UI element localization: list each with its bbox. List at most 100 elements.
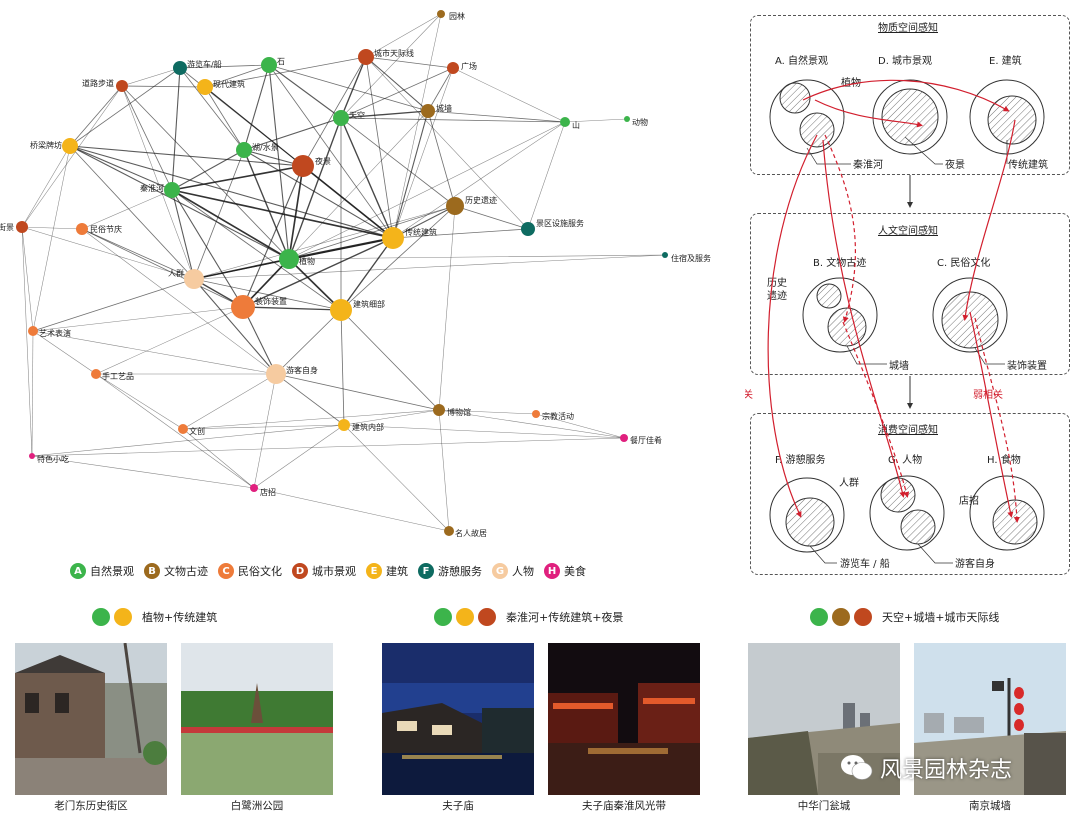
- network-node-lake: [236, 142, 252, 158]
- network-edge: [95, 306, 244, 375]
- network-edge: [243, 149, 394, 239]
- perception-diagram: A. 自然景观 D. 城市景观 E. 建筑 植物 秦淮河 夜景 传统建筑 B. …: [745, 54, 1048, 570]
- strong-link: [802, 79, 1010, 112]
- network-node-trad: [382, 227, 404, 249]
- network-edge: [340, 309, 440, 411]
- network-node-label: 道路步道: [82, 78, 114, 88]
- network-edge: [438, 409, 537, 415]
- network-edge: [275, 309, 342, 375]
- strong-link: [814, 99, 923, 128]
- network-edge: [204, 86, 245, 151]
- network-edge: [32, 330, 97, 375]
- network-edge: [242, 306, 277, 375]
- leader-line: [806, 147, 851, 165]
- network-node-label: 夜景: [315, 156, 331, 166]
- caption-zhonghuamen: 中华门瓮城: [797, 800, 851, 812]
- relic-inner-circle: [816, 283, 842, 309]
- network-node-label: 游览车/船: [187, 59, 222, 69]
- network-edge: [243, 64, 270, 151]
- network-node-label: 桥梁牌坊: [30, 140, 62, 150]
- network-edge: [365, 13, 442, 58]
- network-node-modern: [197, 79, 213, 95]
- network-node-label: 石: [277, 57, 285, 66]
- network-node-decor: [231, 295, 255, 319]
- network-edge: [182, 409, 440, 430]
- network-node-label: 山: [572, 120, 580, 130]
- legend-badge: D: [292, 563, 308, 579]
- network-edge: [288, 117, 342, 260]
- food-circle: [969, 475, 1045, 551]
- watermark-text: 风景园林杂志: [880, 758, 1013, 783]
- combo-1: 植物+传统建筑: [92, 608, 217, 626]
- network-edge: [527, 121, 566, 230]
- network-edge: [340, 117, 394, 239]
- network-node-night: [292, 155, 314, 177]
- network-node-religion: [532, 410, 540, 418]
- label-crowd: 人群: [839, 476, 859, 489]
- material-title: 物质空间感知: [878, 23, 938, 34]
- network-node-cultural: [178, 424, 188, 434]
- legend-label: 游憩服务: [438, 565, 482, 578]
- decor-circle: [941, 291, 999, 349]
- network-edge: [242, 110, 429, 308]
- sign-circle: [992, 499, 1038, 545]
- network-node-relic: [446, 197, 464, 215]
- network-edge: [392, 205, 456, 239]
- tourist-circle: [900, 509, 936, 545]
- network-edge: [365, 56, 454, 69]
- network-edge: [121, 85, 290, 260]
- cat-food: H. 食物: [987, 453, 1021, 466]
- combo-dot: [456, 608, 474, 626]
- network-edge: [535, 413, 625, 439]
- cat-natural: A. 自然景观: [775, 54, 828, 67]
- network-edge: [21, 226, 34, 332]
- network-edge: [21, 226, 195, 280]
- network-node-detail: [330, 299, 352, 321]
- network-edge: [69, 67, 181, 147]
- human-title: 人文空间感知: [878, 226, 938, 237]
- combo-2: 秦淮河+传统建筑+夜景: [434, 608, 623, 626]
- network-node-interior: [338, 419, 350, 431]
- weak-link: [974, 317, 1020, 523]
- network-node-label: 现代建筑: [213, 79, 245, 89]
- network-node-stone: [261, 57, 277, 73]
- network-edge: [340, 309, 345, 426]
- network-edge: [438, 409, 625, 439]
- network-node-lodging: [662, 252, 668, 258]
- legend-badge: A: [70, 563, 86, 579]
- network-node-label: 民俗节庆: [90, 224, 122, 234]
- network-node-bridge: [62, 138, 78, 154]
- people-circle: [869, 475, 945, 551]
- network-node-label: 城墙: [436, 103, 452, 113]
- network-edge: [193, 149, 245, 280]
- weak-label: 弱相关: [973, 388, 1003, 401]
- combo-label: 秦淮河+传统建筑+夜景: [506, 611, 624, 624]
- leader-line: [917, 543, 953, 564]
- network-node-label: 建筑内部: [352, 422, 384, 432]
- network-edge: [438, 409, 450, 532]
- network-edge: [268, 64, 394, 239]
- network-edge: [171, 189, 195, 280]
- trad-circle: [987, 95, 1037, 145]
- legend-label: 民俗文化: [238, 565, 282, 578]
- photo-qinhuai-scenic: [548, 643, 700, 795]
- network-edge: [242, 306, 342, 311]
- network-node-perform: [28, 326, 38, 336]
- label-relic-2: 遗迹: [767, 289, 787, 302]
- label-plant: 植物: [841, 76, 861, 89]
- combo-3: 天空+城墙+城市天际线: [810, 608, 999, 626]
- network-node-garden: [437, 10, 445, 18]
- material-panel: [750, 15, 1070, 175]
- network-edge: [95, 373, 184, 430]
- network-edge: [21, 145, 71, 228]
- network-edge: [275, 373, 440, 411]
- combo-dot: [832, 608, 850, 626]
- wechat-icon: [841, 755, 873, 780]
- network-edge: [21, 226, 33, 457]
- strong-link: [767, 134, 818, 518]
- network-node-label: 湖/水景: [252, 142, 279, 152]
- network-edge: [427, 110, 456, 207]
